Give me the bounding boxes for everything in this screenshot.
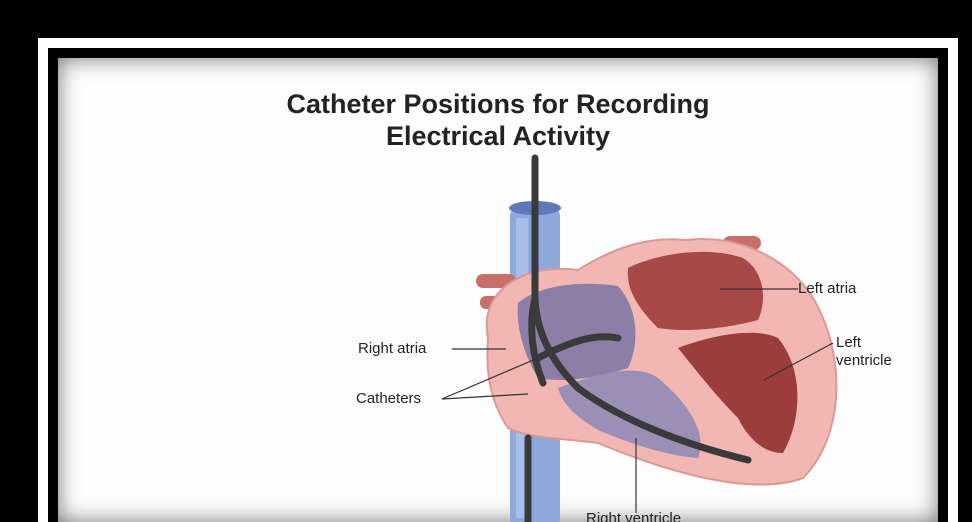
diagram-canvas: Catheter Positions for Recording Electri… (58, 58, 938, 522)
label-catheters: Catheters (356, 390, 421, 407)
label-right-ventricle: Right ventricle (586, 510, 681, 522)
label-left-ventricle-line1: Left (836, 334, 861, 351)
label-left-ventricle-line2: ventricle (836, 352, 892, 369)
label-left-atria: Left atria (798, 280, 856, 297)
label-right-atria: Right atria (358, 340, 426, 357)
